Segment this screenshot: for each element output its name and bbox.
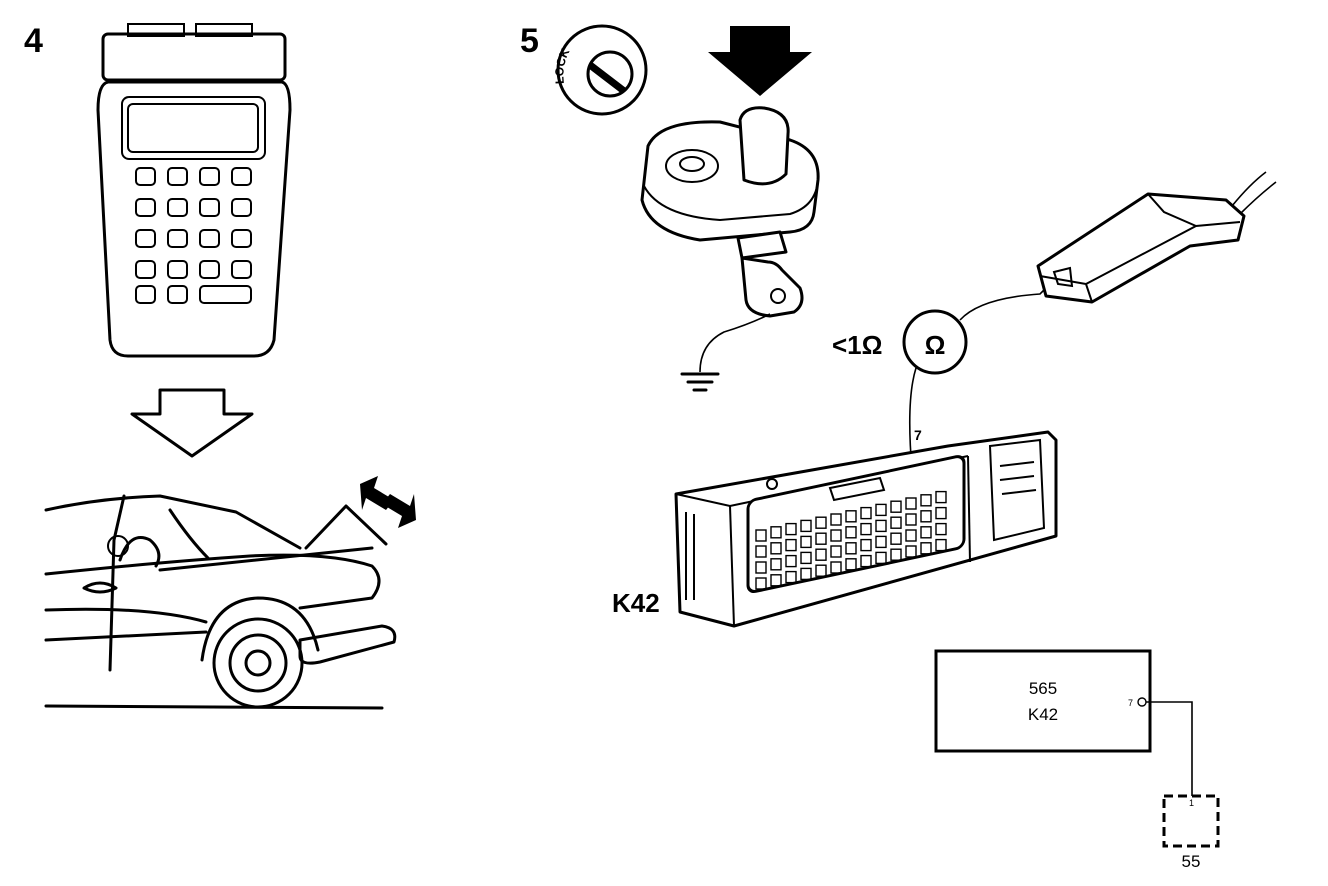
module-number: 565 — [1029, 679, 1057, 698]
connector-pin-cavity — [845, 526, 857, 539]
connector-pin-cavity — [935, 490, 947, 504]
keypad-key — [135, 229, 156, 248]
keypad-key — [199, 285, 252, 304]
keypad-key — [167, 285, 188, 304]
connector-pin-cavity — [755, 545, 767, 558]
connector-pin-cavity — [920, 526, 932, 539]
connector-pin-cavity — [920, 510, 932, 523]
keypad-key — [135, 167, 156, 186]
ignition-lock-icon: LOCK — [552, 24, 648, 116]
connector-pin-cavity — [875, 551, 887, 565]
connector-pin-cavity — [920, 542, 932, 555]
connector-pin-cavity — [905, 513, 917, 526]
open-close-arrows-icon — [360, 476, 416, 528]
connector-pin-cavity — [770, 542, 782, 555]
connector-pin-cavity — [830, 561, 842, 574]
connector-pin-cavity — [890, 500, 902, 513]
connector-pin-cavity — [800, 535, 812, 549]
step-5-number: 5 — [520, 22, 539, 60]
connector-pin-cavity — [845, 558, 857, 571]
connector-pin-cavity — [755, 561, 767, 574]
connector-pin-cavity — [935, 506, 947, 520]
ground-pin-number: 1 — [1189, 798, 1194, 808]
connector-pin-cavity — [875, 535, 887, 549]
connector-pin-cavity — [800, 551, 812, 565]
connector-pin-cavity — [830, 545, 842, 558]
connector-pin-cavity — [785, 570, 797, 584]
lock-label: LOCK — [552, 46, 572, 85]
connector-pin-cavity — [935, 538, 947, 552]
resistance-limit-label: <1Ω — [832, 330, 883, 360]
convertible-car-icon — [44, 494, 397, 710]
keypad-key — [231, 229, 252, 248]
keypad-key — [167, 260, 188, 279]
keypad-key — [167, 167, 188, 186]
connector-pin-cavity — [785, 554, 797, 568]
connector-pin-cavity — [875, 519, 887, 533]
ohmmeter-icon: Ω — [902, 287, 1047, 471]
connector-pin-cavity — [755, 577, 767, 590]
connector-pin-cavity — [860, 522, 872, 536]
connector-pin-cavity — [815, 532, 827, 545]
k42-connector-icon — [674, 430, 1058, 628]
probe-pin-label: 7 — [914, 427, 922, 443]
connector-pin-cavity — [800, 519, 812, 533]
keypad-key — [199, 167, 220, 186]
keypad-key — [135, 260, 156, 279]
connector-label: K42 — [612, 588, 660, 618]
connector-pin-cavity — [860, 506, 872, 520]
connector-pin-cavity — [890, 516, 902, 529]
connector-pin-cavity — [905, 497, 917, 510]
module-name: K42 — [1028, 705, 1058, 724]
ground-point-label: 55 — [1182, 852, 1201, 871]
schematic-pin-out: 7 — [1128, 698, 1133, 708]
down-arrow-outline-icon — [130, 388, 254, 458]
connector-pin-cavity — [905, 529, 917, 542]
keypad-key — [135, 285, 156, 304]
connector-pin-cavity — [770, 558, 782, 571]
contact-switch-icon — [640, 106, 820, 392]
connector-pin-cavity — [815, 564, 827, 577]
step-4-number: 4 — [24, 22, 43, 60]
connector-pin-cavity — [860, 554, 872, 568]
connector-pin-cavity — [815, 548, 827, 561]
connector-pin-cavity — [770, 574, 782, 587]
connector-pin-cavity — [830, 513, 842, 526]
connector-pin-cavity — [845, 542, 857, 555]
keypad-key — [231, 167, 252, 186]
keypad-key — [199, 229, 220, 248]
connector-pin-cavity — [770, 526, 782, 539]
ohm-symbol: Ω — [925, 330, 946, 360]
wiring-schematic: 565 K42 7 1 55 — [934, 649, 1220, 871]
connector-pin-cavity — [860, 538, 872, 552]
connector-pin-cavity — [815, 516, 827, 529]
connector-pin-cavity — [905, 545, 917, 558]
connector-pin-cavity — [890, 532, 902, 545]
keypad-key — [199, 260, 220, 279]
connector-pin-cavity — [920, 494, 932, 507]
keypad-key — [231, 198, 252, 217]
keypad-key — [135, 198, 156, 217]
connector-pin-cavity — [875, 503, 887, 517]
keypad-key — [199, 198, 220, 217]
connector-pin-cavity — [755, 529, 767, 542]
connector-pin-cavity — [785, 522, 797, 536]
connector-pin-cavity — [800, 567, 812, 581]
connector-pin-cavity — [845, 510, 857, 523]
diagnostic-tester-icon — [96, 23, 292, 358]
keypad-key — [167, 229, 188, 248]
keypad-key — [231, 260, 252, 279]
test-probe-icon — [1036, 171, 1277, 304]
keypad-key — [167, 198, 188, 217]
connector-pin-cavity — [830, 529, 842, 542]
connector-pin-cavity — [935, 522, 947, 536]
svg-text:LOCK: LOCK — [552, 46, 572, 85]
connector-pin-cavity — [785, 538, 797, 552]
connector-pin-cavity — [890, 548, 902, 561]
down-arrow-solid-icon — [708, 26, 812, 96]
